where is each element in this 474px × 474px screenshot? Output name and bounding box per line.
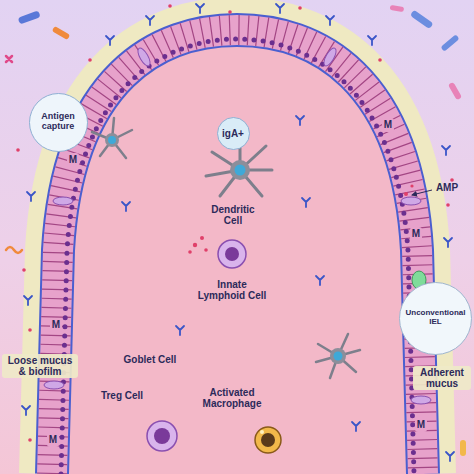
goblet-cell xyxy=(401,197,421,205)
bubble-node: igA+ xyxy=(217,117,250,150)
m-cell-label: M xyxy=(67,153,79,166)
goblet-cell xyxy=(53,197,73,205)
antibody xyxy=(176,326,184,335)
m-cell-label: M xyxy=(410,227,422,240)
bacterium xyxy=(448,82,462,101)
peptide-label: AMP xyxy=(436,182,458,193)
mucus-label: Adherent mucus xyxy=(413,366,471,390)
bacterium xyxy=(440,34,459,51)
antibody xyxy=(302,198,310,207)
node-label: Unconventional IEL xyxy=(405,309,467,327)
activated-macrophage xyxy=(255,427,281,453)
antibody xyxy=(27,192,35,201)
cell-borders xyxy=(52,30,423,474)
antibody xyxy=(146,16,154,25)
goblet-cell xyxy=(44,381,64,389)
innate-lymphoid-cell xyxy=(218,240,246,268)
cell-nuclei xyxy=(61,39,414,474)
leader-arrow xyxy=(412,190,432,195)
antimicrobial-peptides xyxy=(16,4,454,442)
cell-label: Treg Cell xyxy=(101,390,143,401)
antibody xyxy=(276,4,284,13)
dendritic-cell xyxy=(92,118,132,158)
antibody xyxy=(24,296,32,305)
node-content: Unconventional IEL xyxy=(405,309,467,327)
cell-label: Activated Macrophage xyxy=(196,387,268,409)
node-content: igA+ xyxy=(222,128,244,139)
node-content: Antigen capture xyxy=(35,112,81,132)
node-label: Antigen capture xyxy=(35,112,81,132)
goblet-cell xyxy=(136,46,153,67)
epithelium xyxy=(52,30,423,474)
treg-cell xyxy=(147,421,177,451)
antibody xyxy=(444,238,452,247)
antibody xyxy=(446,452,454,461)
m-cell-label: M xyxy=(415,418,427,431)
bacterium xyxy=(6,56,12,62)
node-label: igA+ xyxy=(222,128,244,139)
goblet-cell xyxy=(322,46,339,67)
cell-label: Dendritic Cell xyxy=(203,204,263,226)
bubble-node: Unconventional IEL xyxy=(399,282,472,355)
antibody xyxy=(296,116,304,125)
dendritic-cell xyxy=(316,334,360,378)
cell-label: Innate Lymphoid Cell xyxy=(196,279,268,301)
dendritic-cell xyxy=(206,142,272,196)
cell-label: Goblet Cell xyxy=(124,354,177,365)
bacterium xyxy=(460,440,466,456)
antibody xyxy=(122,202,130,211)
goblet-cell xyxy=(411,396,431,404)
antibody xyxy=(22,406,30,415)
basement-membrane xyxy=(52,30,423,474)
bacterium xyxy=(52,26,71,40)
antibody xyxy=(196,4,204,13)
bubble-node: Antigen capture xyxy=(29,93,88,152)
antibody xyxy=(368,36,376,45)
bacterium xyxy=(410,10,434,29)
antibody xyxy=(316,276,324,285)
bacterium xyxy=(18,10,41,24)
mucus-layer xyxy=(52,30,423,474)
antibody xyxy=(106,36,114,45)
antibody xyxy=(442,146,450,155)
antibodies xyxy=(22,4,454,461)
bacterium xyxy=(390,5,405,12)
antibody xyxy=(326,16,334,25)
lamina-propria xyxy=(52,30,423,474)
bacterium xyxy=(6,247,22,253)
goblet-cells xyxy=(44,46,431,404)
antibody xyxy=(352,422,360,431)
m-cell-label: M xyxy=(382,118,394,131)
m-cell-label: M xyxy=(47,433,59,446)
mucus-label: Loose mucus & biofilm xyxy=(2,354,78,378)
m-cell-label: M xyxy=(50,318,62,331)
